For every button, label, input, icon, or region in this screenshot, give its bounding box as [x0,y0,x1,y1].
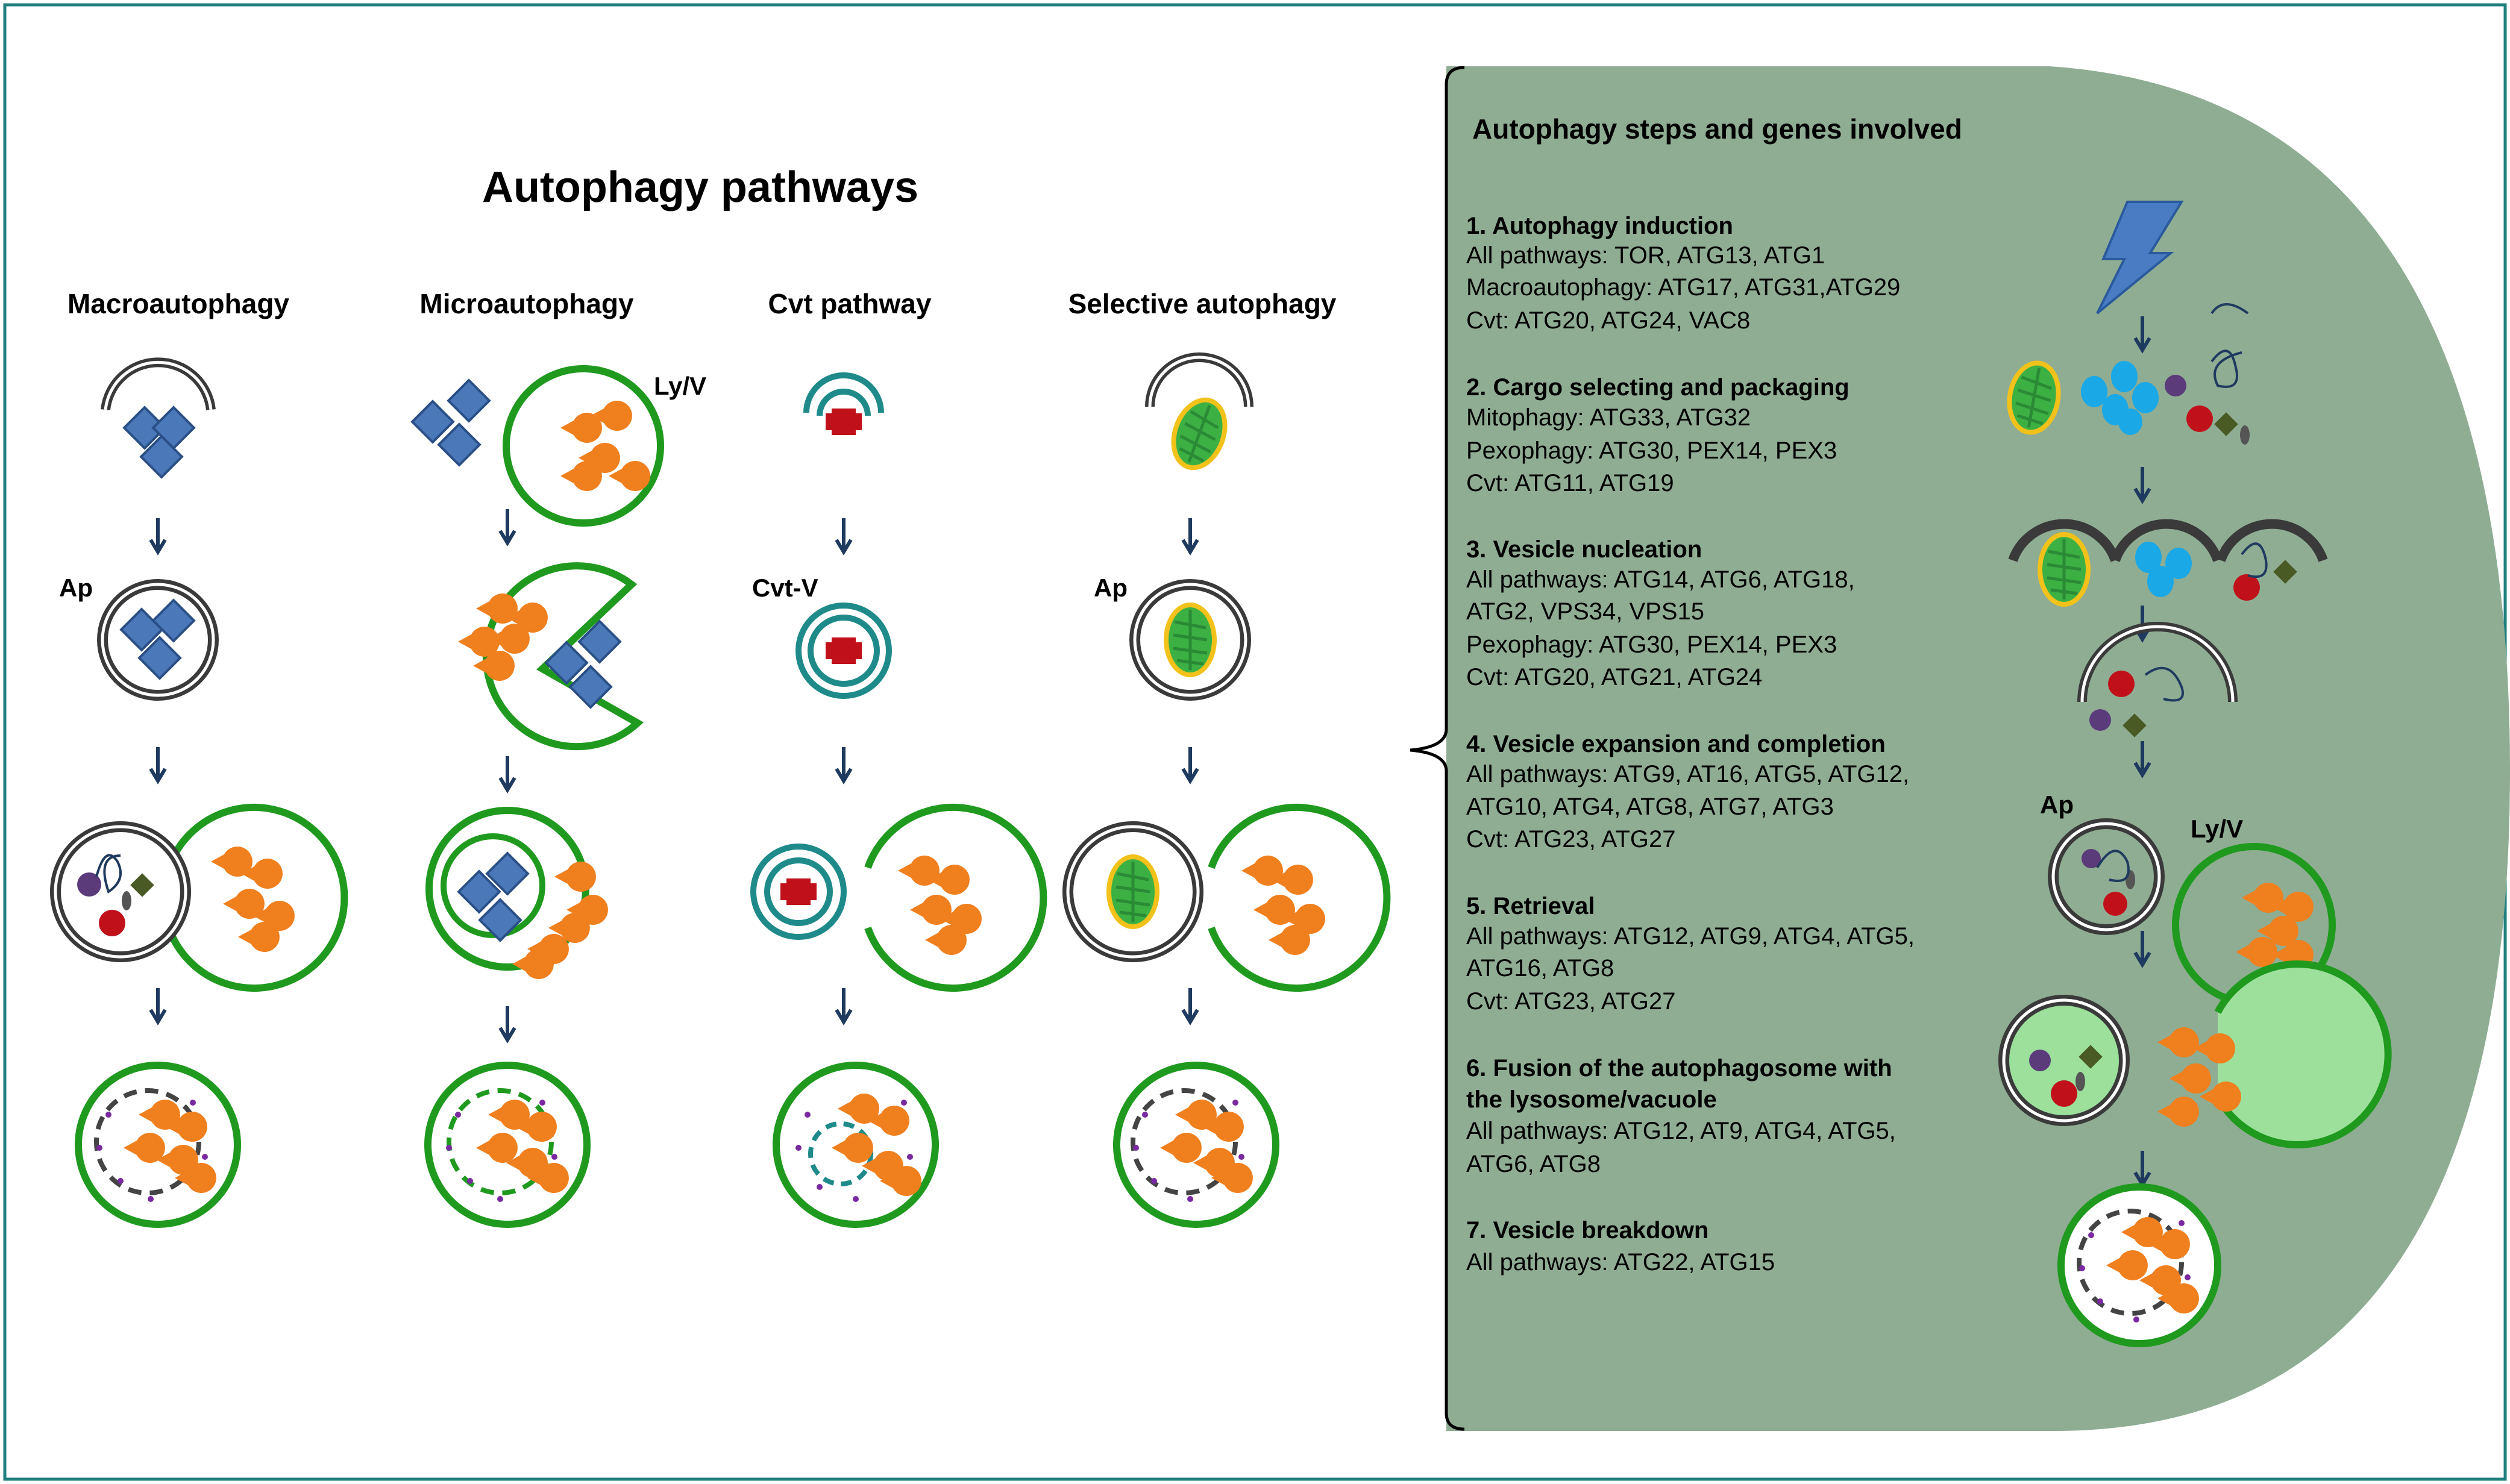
steps-list: 1. Autophagy induction All pathways: TOR… [1466,213,1915,1276]
lysosome-fusing [165,804,348,992]
svg-text:Pexophagy: ATG30, PEX14, PEX3: Pexophagy: ATG30, PEX14, PEX3 [1466,437,1837,464]
svg-text:Ly/V: Ly/V [2191,815,2243,843]
svg-text:ATG2, VPS34, VPS15: ATG2, VPS34, VPS15 [1466,598,1704,625]
cvt-vesicle [795,603,892,699]
svg-text:All pathways: TOR, ATG13, ATG1: All pathways: TOR, ATG13, ATG1 [1466,242,1825,269]
micro-column: Ly/V [411,365,706,1228]
svg-text:Cvt: ATG23, ATG27: Cvt: ATG23, ATG27 [1466,988,1676,1015]
label-ap: Ap [59,574,93,602]
svg-text:All pathways: ATG12, ATG9, ATG: All pathways: ATG12, ATG9, ATG4, ATG5, [1466,923,1915,950]
step-3-heading: 3. Vesicle nucleation [1466,536,1702,563]
svg-text:ATG6, ATG8: ATG6, ATG8 [1466,1151,1601,1177]
header-selective-autophagy: Selective autophagy [1068,288,1337,319]
svg-text:All pathways: ATG12, AT9, ATG4: All pathways: ATG12, AT9, ATG4, ATG5, [1466,1118,1896,1144]
svg-text:Cvt: ATG11, ATG19: Cvt: ATG11, ATG19 [1466,470,1674,496]
svg-text:Macroautophagy: ATG17, ATG31,A: Macroautophagy: ATG17, ATG31,ATG29 [1466,274,1900,301]
step-4-heading: 4. Vesicle expansion and completion [1466,731,1886,757]
label-lyv: Ly/V [654,372,706,400]
svg-text:All pathways: ATG14, ATG6, ATG: All pathways: ATG14, ATG6, ATG18, [1466,566,1855,593]
svg-text:Pexophagy: ATG30, PEX14, PEX3: Pexophagy: ATG30, PEX14, PEX3 [1466,631,1837,658]
main-title: Autophagy pathways [482,163,918,211]
step-6-heading: 6. Fusion of the autophagosome with [1466,1055,1892,1082]
step-2-heading: 2. Cargo selecting and packaging [1466,374,1850,401]
macro-column: Ap [50,357,348,1228]
header-cvt-pathway: Cvt pathway [768,288,932,319]
svg-text:Mitophagy: ATG33, ATG32: Mitophagy: ATG33, ATG32 [1466,404,1751,431]
steps-bracket [1410,66,1465,1431]
steps-illustration: Ap Ly/V [1998,201,2392,1347]
label-cvt-v: Cvt-V [752,574,818,602]
header-macroautophagy: Macroautophagy [67,288,289,319]
lysosome-vacuole [503,365,664,527]
svg-text:All pathways: ATG9, AT16, ATG5: All pathways: ATG9, AT16, ATG5, ATG12, [1466,761,1909,787]
steps-panel-title: Autophagy steps and genes involved [1472,113,1962,145]
header-microautophagy: Microautophagy [419,288,634,319]
selective-column: Ap [1062,352,1391,1228]
svg-text:Ap: Ap [1094,574,1128,602]
svg-text:Ap: Ap [2040,791,2074,819]
svg-text:ATG10, ATG4, ATG8, ATG7, ATG3: ATG10, ATG4, ATG8, ATG7, ATG3 [1466,794,1834,820]
svg-text:Cvt: ATG20, ATG21, ATG24: Cvt: ATG20, ATG21, ATG24 [1466,664,1762,690]
cvt-column: Cvt-V [750,372,1047,1228]
step-1-heading: 1. Autophagy induction [1466,213,1733,239]
svg-text:ATG16, ATG8: ATG16, ATG8 [1466,955,1614,982]
step-7-heading: 7. Vesicle breakdown [1466,1217,1708,1244]
svg-text:Cvt: ATG23, ATG27: Cvt: ATG23, ATG27 [1466,826,1676,853]
step-5-heading: 5. Retrieval [1466,893,1595,919]
lightning-bolt-icon [2096,201,2184,315]
svg-text:the lysosome/vacuole: the lysosome/vacuole [1466,1086,1717,1113]
svg-text:All pathways: ATG22, ATG15: All pathways: ATG22, ATG15 [1466,1249,1775,1276]
svg-text:Cvt: ATG20, ATG24, VAC8: Cvt: ATG20, ATG24, VAC8 [1466,307,1750,334]
